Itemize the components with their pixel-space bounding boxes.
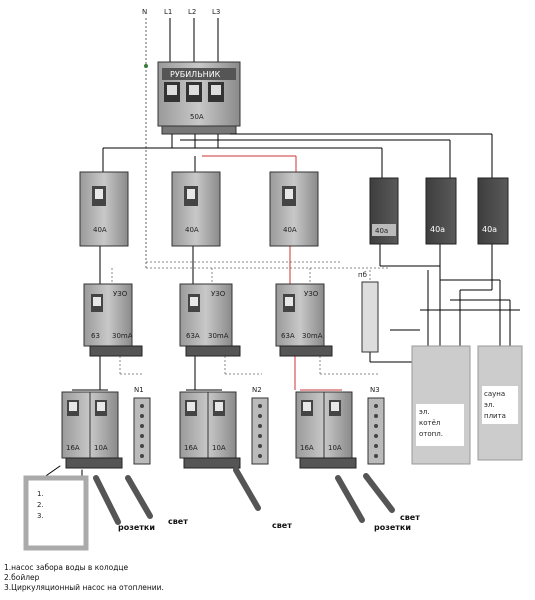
rcd-1-rating: 63 [91,332,100,340]
outlet-label-light-3: свет [400,513,420,522]
legend-item-3: 3.Циркуляционный насос на отоплении. [4,583,164,592]
rcd-1: УЗО 63 30mA [83,283,143,357]
dark-breaker-2: 40a [425,177,457,245]
supply-lines: N L1 L2 L3 [142,8,220,268]
branch-group-2: 16A 10A [179,391,241,469]
legend-item-2: 2.бойлер [4,573,40,582]
distribution-wiring [72,133,520,391]
rcd-2-leak: 30mA [208,332,229,340]
label-n: N [142,8,147,16]
sauna-box: сауна эл. плита [477,345,523,461]
n-bar-1-label: N1 [134,386,144,394]
breaker-40a-1-rating: 40A [93,226,107,234]
boiler-box: эл. котёл отопл. [411,345,471,465]
outlet-label-sockets-2: розетки [374,523,411,532]
nb-label: пб [358,271,367,279]
pump-panel: 1. 2. 3. [23,475,89,551]
rcd-3-leak: 30mA [302,332,323,340]
branch-1-left: 16A [66,444,80,452]
breaker-40a-3-rating: 40A [283,226,297,234]
n-bar-3: N3 [367,386,385,465]
breaker-40a-2: 40A [171,171,221,247]
branch-1-right: 10A [94,444,108,452]
boiler-box-line-3: отопл. [419,430,443,438]
main-switch-name: РУБИЛЬНИК [170,70,221,79]
branch-group-3: 16A 10A [295,391,357,469]
dark-breaker-2-rating: 40a [430,225,445,234]
dark-breaker-3: 40a [477,177,509,245]
pump-panel-item-3: 3. [37,512,44,520]
branch-3-right: 10A [328,444,342,452]
legend-item-1: 1.насос забора воды в колодце [4,563,129,572]
rcd-2-label: УЗО [211,290,226,298]
cables [39,465,395,525]
branch-2-right: 10A [212,444,226,452]
breaker-40a-2-rating: 40A [185,226,199,234]
main-switch-rating: 50A [190,113,204,121]
rcd-1-leak: 30mA [112,332,133,340]
dark-breaker-1: 40a [369,177,399,245]
branch-3-left: 16A [300,444,314,452]
rcd-2: УЗО 63A 30mA [179,283,241,357]
rcd-1-label: УЗО [113,290,128,298]
sauna-box-line-2: эл. [484,401,495,409]
outlet-label-light-2: свет [272,521,292,530]
sauna-box-line-3: плита [484,412,506,420]
label-l3: L3 [212,8,220,16]
branch-2-left: 16A [184,444,198,452]
pump-panel-item-1: 1. [37,490,44,498]
breaker-40a-1: 40A [79,171,129,247]
label-l2: L2 [188,8,196,16]
label-l1: L1 [164,8,172,16]
rcd-3-label: УЗО [304,290,319,298]
outlet-label-sockets-1: розетки [118,523,155,532]
n-bar-1: N1 [133,386,151,465]
branch-group-1: 16A 10A [61,391,123,469]
pump-panel-item-2: 2. [37,501,44,509]
boiler-box-line-1: эл. [419,408,430,416]
rcd-3-rating: 63A [281,332,295,340]
sauna-box-line-1: сауна [484,390,505,398]
n-bar-2-label: N2 [252,386,262,394]
rcd-3: УЗО 63A 30mA [275,283,333,357]
n-bar-3-label: N3 [370,386,380,394]
breaker-40a-3: 40A [269,171,319,247]
dark-breaker-1-rating: 40a [375,227,388,235]
legend: 1.насос забора воды в колодце 2.бойлер 3… [4,563,164,593]
main-switch: РУБИЛЬНИК 50A [157,61,241,135]
outlet-label-light-1: свет [168,517,188,526]
rcd-2-rating: 63A [186,332,200,340]
nb-bar: пб [358,271,379,353]
boiler-box-line-2: котёл [419,419,440,427]
n-bar-2: N2 [251,386,269,465]
dark-breaker-3-rating: 40a [482,225,497,234]
